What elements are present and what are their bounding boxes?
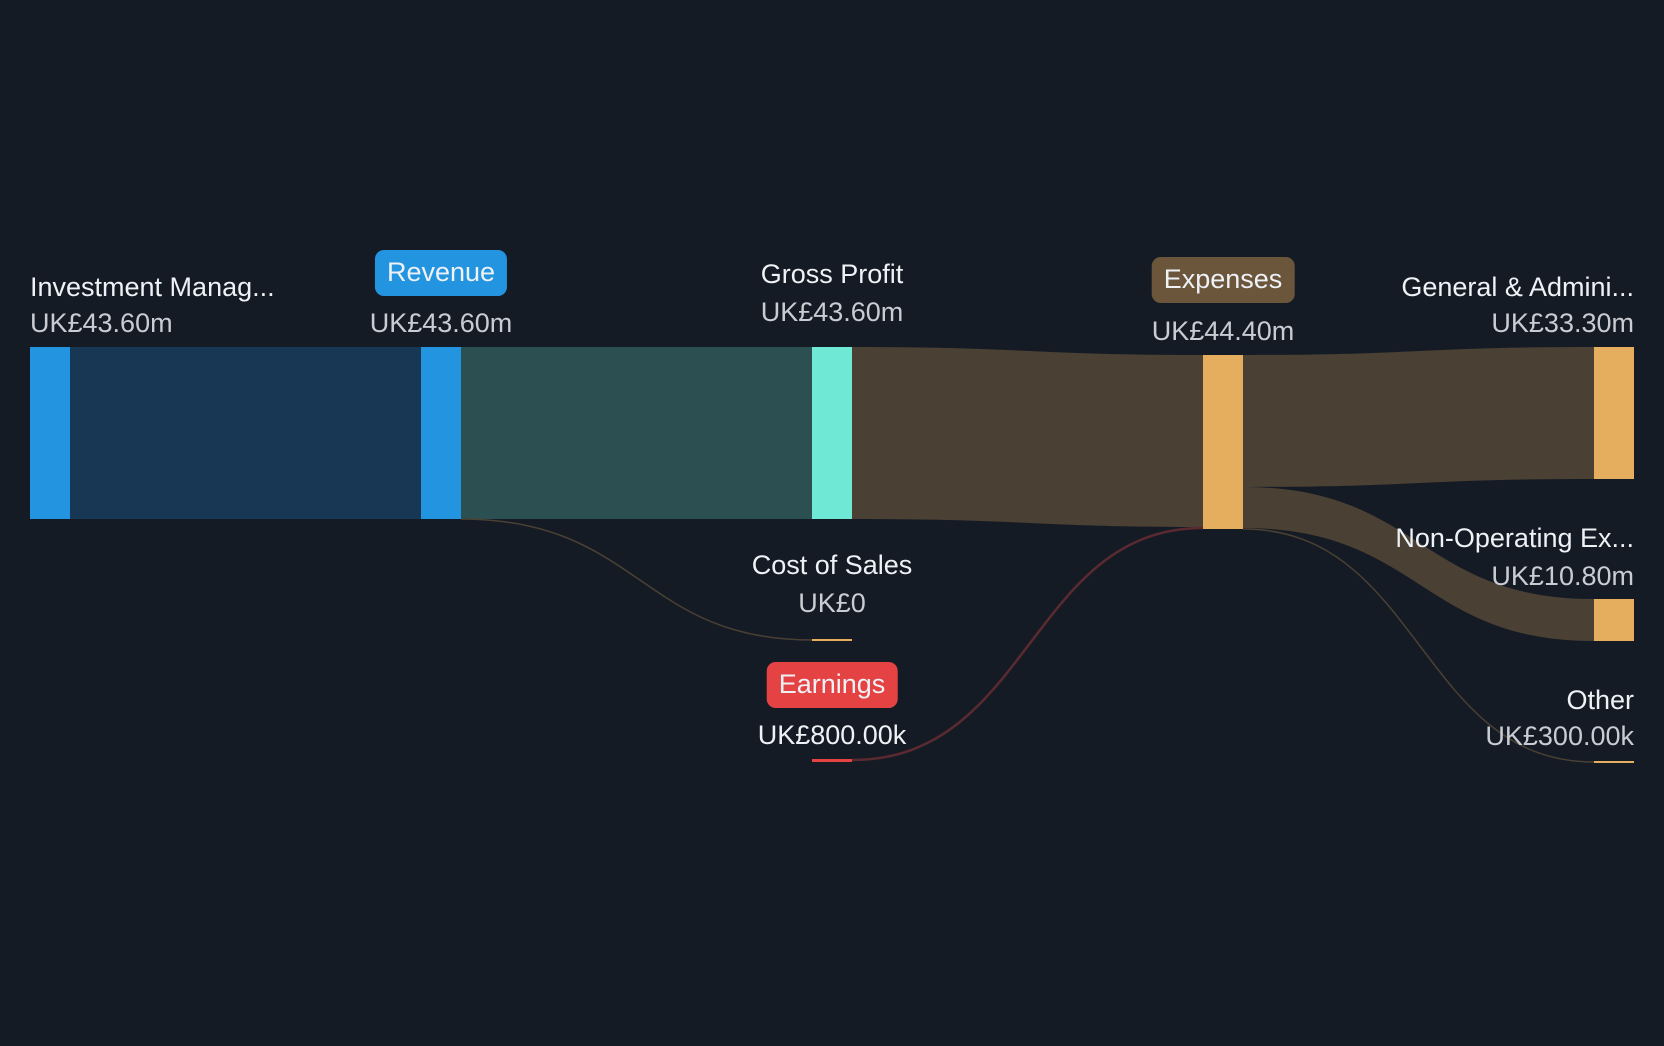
node-other[interactable] <box>1594 761 1634 763</box>
revenue-label: Revenue <box>374 250 508 296</box>
gross-profit-label: Gross Profit <box>760 259 904 289</box>
node-general-admin[interactable] <box>1594 347 1634 479</box>
link-earnings-to-expenses <box>851 526 1204 762</box>
earnings-label: Earnings <box>766 662 898 708</box>
investment-management-value: UK£43.60m <box>30 308 173 338</box>
revenue-value: UK£43.60m <box>369 308 513 338</box>
expenses-label: Expenses <box>1151 257 1295 303</box>
earnings-value: UK£800.00k <box>757 720 907 750</box>
node-gross-profit[interactable] <box>812 347 852 519</box>
general-admin-label: General & Admini... <box>1401 272 1634 302</box>
link-investment-to-revenue <box>70 347 421 519</box>
revenue-badge: Revenue <box>374 250 508 296</box>
other-value: UK£300.00k <box>1485 721 1634 751</box>
node-revenue[interactable] <box>421 347 461 519</box>
earnings-badge: Earnings <box>766 662 898 708</box>
other-label: Other <box>1566 685 1634 715</box>
node-investment-management[interactable] <box>30 347 70 519</box>
link-expenses-to-other <box>1242 528 1595 763</box>
link-expenses-to-non-operating <box>1243 487 1594 641</box>
expenses-value: UK£44.40m <box>1151 316 1295 346</box>
node-earnings[interactable] <box>812 759 852 762</box>
link-revenue-to-cost-of-sales <box>460 518 813 641</box>
node-non-operating[interactable] <box>1594 599 1634 641</box>
investment-management-label: Investment Manag... <box>30 272 275 302</box>
node-expenses[interactable] <box>1203 355 1243 529</box>
expenses-badge: Expenses <box>1151 257 1295 303</box>
non-operating-label: Non-Operating Ex... <box>1395 523 1634 553</box>
node-cost-of-sales[interactable] <box>812 639 852 641</box>
link-revenue-to-gross-profit <box>461 347 812 519</box>
non-operating-value: UK£10.80m <box>1491 561 1634 591</box>
link-gross-profit-to-expenses <box>852 347 1203 527</box>
general-admin-value: UK£33.30m <box>1491 308 1634 338</box>
cost-of-sales-value: UK£0 <box>798 588 866 618</box>
link-expenses-to-general-admin <box>1243 347 1594 487</box>
gross-profit-value: UK£43.60m <box>760 297 904 327</box>
cost-of-sales-label: Cost of Sales <box>751 550 913 580</box>
